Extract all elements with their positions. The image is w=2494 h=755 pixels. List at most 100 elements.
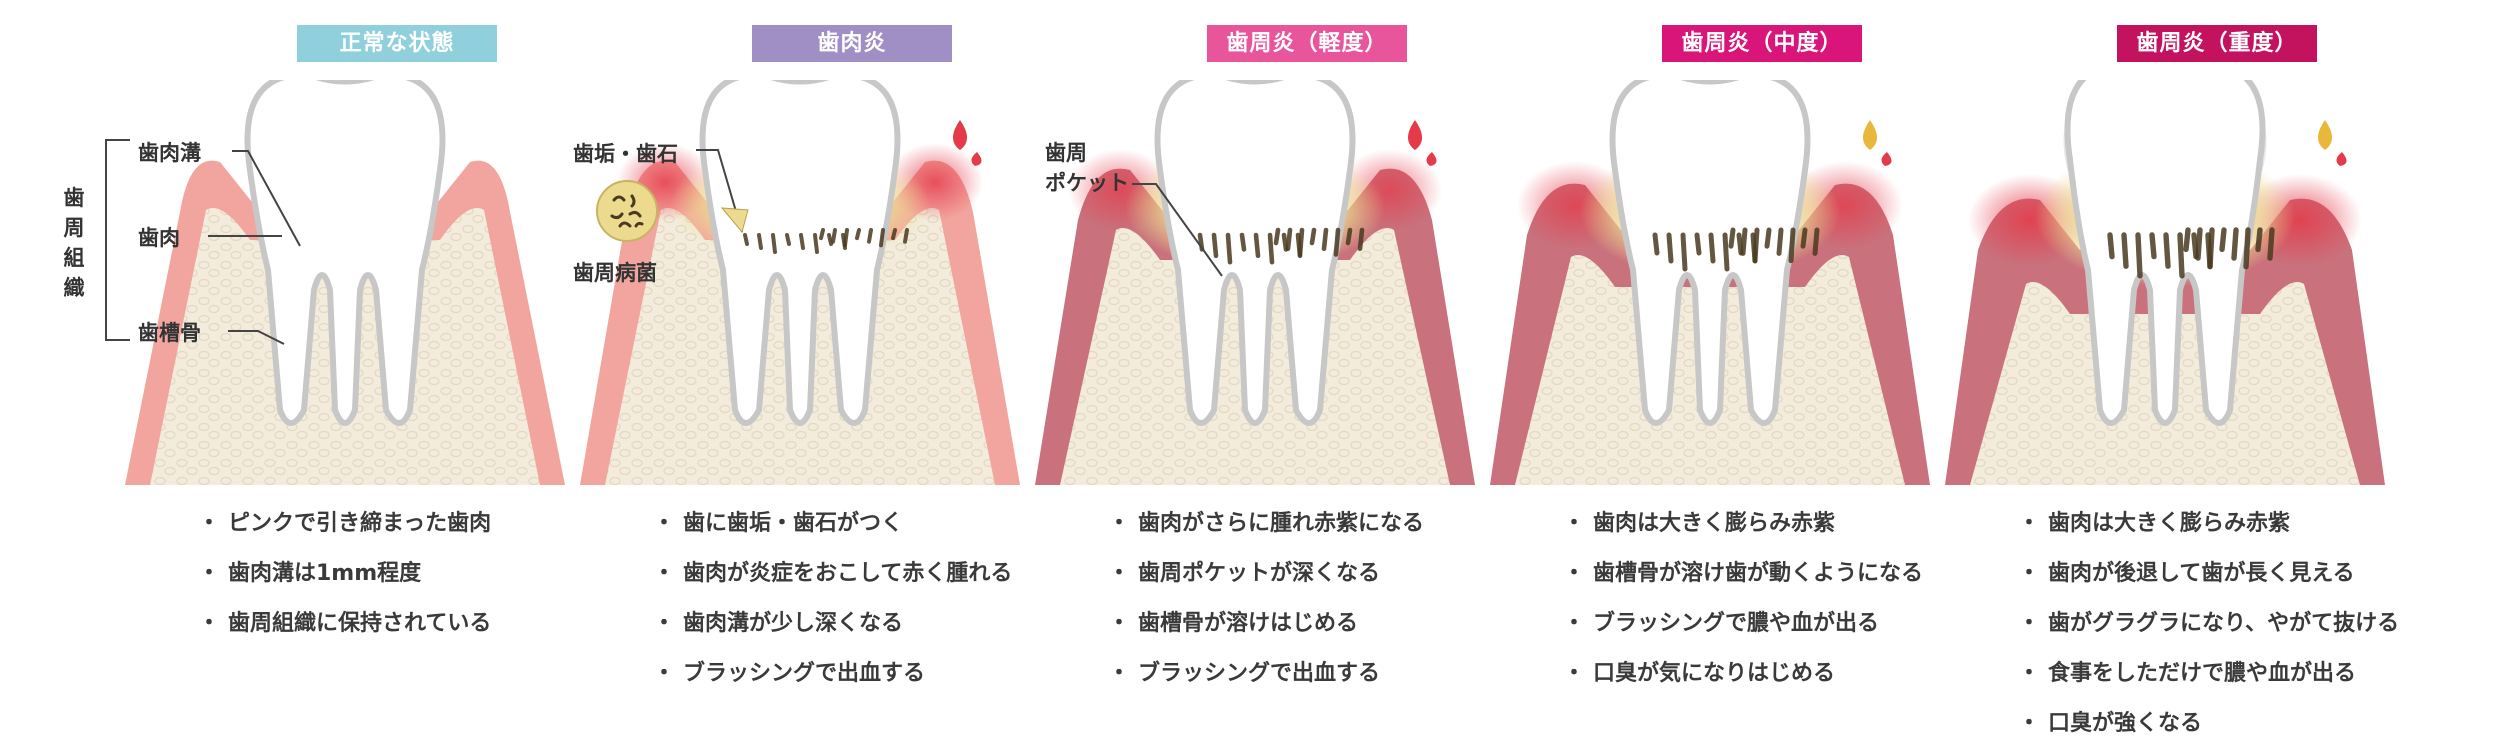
alveolar-bone-label: 歯槽骨 xyxy=(138,321,201,345)
tartar xyxy=(1694,232,1702,256)
tartar xyxy=(2163,232,2171,269)
tartar xyxy=(1812,227,1820,256)
tartar xyxy=(1728,227,1736,249)
stage-title: 正常な状態 xyxy=(297,25,497,62)
list-item: ・口臭が気になりはじめる xyxy=(1563,661,1836,686)
list-item: ・食事をしただけで膿や血が出る xyxy=(2018,661,2357,686)
list-item: ・歯肉がさらに腫れ赤紫になる xyxy=(1108,511,1425,536)
drop-icon xyxy=(971,152,982,166)
tartar xyxy=(1285,227,1293,252)
tartar xyxy=(1680,232,1688,272)
tartar xyxy=(1333,227,1341,257)
periodontal-pocket-label-line1: 歯周 xyxy=(1045,141,1087,165)
tartar xyxy=(855,228,861,241)
tartar xyxy=(2183,227,2191,253)
drop-icon xyxy=(1863,120,1877,150)
tartar xyxy=(1740,227,1748,256)
drop-icon xyxy=(953,120,967,150)
tartar xyxy=(2107,232,2115,260)
tartar xyxy=(2177,232,2185,279)
tartar xyxy=(1273,227,1281,246)
tartar xyxy=(799,233,805,250)
drop-icon xyxy=(1408,120,1422,150)
tartar xyxy=(2231,227,2239,261)
plaque-tartar-label: 歯垢・歯石 xyxy=(573,142,678,166)
bacteria-icon xyxy=(596,180,658,242)
list-item: ・歯槽骨が溶けはじめる xyxy=(1108,611,1359,636)
tartar xyxy=(1211,232,1219,259)
bullet-list: ・歯に歯垢・歯石がつく ・歯肉が炎症をおこして赤く腫れる ・歯肉溝が少し深くなる… xyxy=(653,505,1012,705)
tartar xyxy=(1281,232,1289,252)
bracket-line xyxy=(105,139,130,341)
stage-title: 歯周炎（中度） xyxy=(1662,25,1862,62)
stage-panel-severe-periodontitis: 歯周炎（重度） ・歯肉は大きく膨らみ赤紫 ・歯肉が後退して歯が長く見える ・歯が… xyxy=(1930,0,2400,748)
list-item: ・ブラッシングで膿や血が出る xyxy=(1563,611,1880,636)
tooth xyxy=(1154,80,1356,426)
list-item: ・ピンクで引き締まった歯肉 xyxy=(198,511,492,536)
tartar xyxy=(1722,232,1730,272)
tooth-diagram-moderate xyxy=(1490,80,1930,486)
tartar xyxy=(867,228,873,244)
tartar xyxy=(1253,232,1261,259)
list-item: ・歯に歯垢・歯石がつく xyxy=(653,511,904,536)
list-item: ・歯槽骨が溶け歯が動くようになる xyxy=(1563,561,1924,586)
drop-icon xyxy=(2318,120,2332,150)
tartar xyxy=(1764,227,1772,249)
bullet-list: ・歯肉は大きく膨らみ赤紫 ・歯肉が後退して歯が長く見える ・歯がグラグラになり、… xyxy=(2018,505,2399,755)
list-item: ・歯肉溝は1mm程度 xyxy=(198,561,422,586)
tartar xyxy=(891,228,897,241)
tartar xyxy=(813,233,819,254)
tartar xyxy=(785,233,791,246)
list-item: ・ブラッシングで出血する xyxy=(1108,661,1381,686)
tartar xyxy=(1321,227,1329,252)
tartar xyxy=(1345,227,1353,246)
tartar xyxy=(1666,232,1674,264)
tooth-diagram-mild xyxy=(1035,80,1475,486)
stage-panel-moderate-periodontitis: 歯周炎（中度） ・歯肉は大きく膨らみ赤紫 ・歯槽骨が溶け歯が動くようになる ・ブ… xyxy=(1475,0,1945,748)
tooth-group xyxy=(1945,80,2385,486)
leader-lines-normal xyxy=(208,150,301,345)
tartar xyxy=(1239,232,1247,252)
tooth xyxy=(699,80,901,426)
tartar xyxy=(1708,232,1716,264)
tartar xyxy=(1295,232,1303,259)
drop-icon xyxy=(2336,152,2347,166)
tooth-diagram-normal xyxy=(125,80,565,486)
stage-title: 歯肉炎 xyxy=(752,25,952,62)
tartar xyxy=(1736,232,1744,256)
tartar xyxy=(757,233,763,250)
tartar xyxy=(1357,227,1365,252)
tartar xyxy=(2243,227,2251,270)
stage-panel-normal: 正常な状態 ・ピンクで引き締まった歯肉 ・歯肉溝は1mm程度 ・歯周組織に保持さ… xyxy=(110,0,580,748)
tartar xyxy=(2149,232,2157,260)
stage-panel-gingivitis: 歯肉炎 ・歯に歯垢・歯石がつく ・歯肉が炎症をおこして赤く腫れる ・歯肉溝が少し… xyxy=(565,0,1035,748)
stage-panel-mild-periodontitis: 歯周炎（軽度） ・歯肉がさらに腫れ赤紫になる ・歯周ポケットが深くなる ・歯槽骨… xyxy=(1020,0,1490,748)
tartar xyxy=(1800,227,1808,249)
list-item: ・歯肉は大きく膨らみ赤紫 xyxy=(1563,511,1836,536)
tooth-diagram-gingivitis xyxy=(580,80,1020,486)
gingival-sulcus-label: 歯肉溝 xyxy=(138,141,201,165)
leader-line-plaque xyxy=(696,149,749,234)
tartar xyxy=(743,233,749,246)
tartar xyxy=(1652,232,1660,256)
periodontal-pocket-label-line2: ポケット xyxy=(1045,171,1129,195)
tooth xyxy=(244,80,446,426)
tooth-diagram-severe xyxy=(1945,80,2385,486)
tooth-group xyxy=(125,80,565,486)
tartar xyxy=(2219,227,2227,253)
tartar xyxy=(879,228,885,248)
tartar xyxy=(1776,227,1784,256)
list-item: ・歯がグラグラになり、やがて抜ける xyxy=(2018,611,2400,636)
tartar xyxy=(1267,232,1275,265)
list-item: ・歯肉が炎症をおこして赤く腫れる xyxy=(653,561,1013,586)
list-item: ・歯周ポケットが深くなる xyxy=(1108,561,1381,586)
list-item: ・歯肉は大きく膨らみ赤紫 xyxy=(2018,511,2291,536)
list-item: ・口臭が強くなる xyxy=(2018,711,2203,736)
stage-title: 歯周炎（軽度） xyxy=(1207,25,1407,62)
tooth-group xyxy=(580,80,1020,486)
tooth-group xyxy=(1035,80,1475,486)
tartar xyxy=(1225,232,1233,265)
tartar xyxy=(2121,232,2129,269)
periodontal-bacteria-label: 歯周病菌 xyxy=(573,261,657,285)
tartar xyxy=(2205,232,2213,269)
